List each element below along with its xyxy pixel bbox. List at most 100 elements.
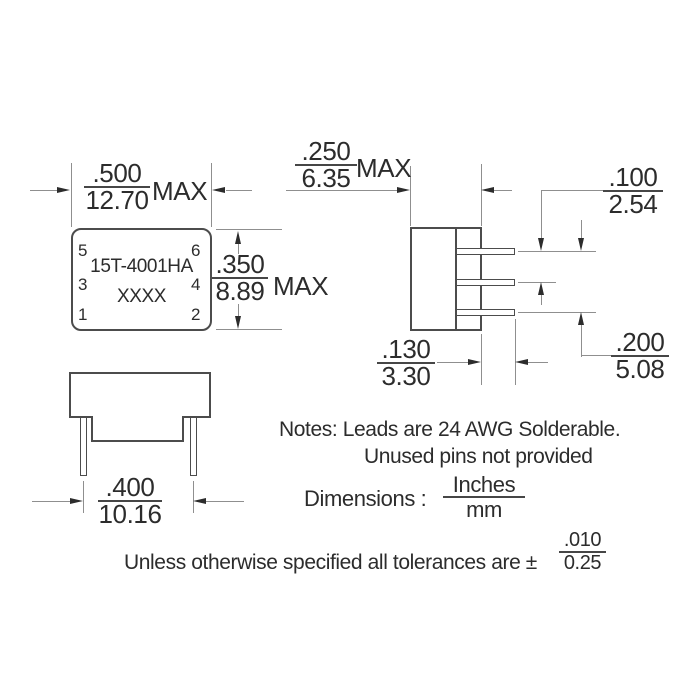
fraction-bar	[295, 164, 357, 166]
ext-line	[481, 164, 482, 226]
arrowhead-down	[235, 316, 241, 329]
front-view-bottom-edge	[69, 416, 93, 418]
pin-label-6: 6	[190, 241, 200, 260]
tolerance-text: Unless otherwise specified all tolerance…	[124, 551, 537, 574]
fraction-bar	[443, 496, 525, 498]
arrowhead-left	[481, 187, 494, 193]
dim-body-depth: .250 6.35	[295, 136, 357, 193]
front-view-lead-right	[190, 418, 197, 476]
arrowhead-right	[70, 498, 83, 504]
dim-line	[206, 501, 244, 502]
dim-line	[437, 362, 469, 363]
dim-mm-value: 6.35	[301, 163, 351, 193]
arrowhead-right	[57, 187, 70, 193]
dim-line	[581, 220, 582, 238]
max-label: MAX	[356, 153, 412, 183]
ext-line	[481, 334, 482, 385]
ext-line	[71, 163, 72, 227]
ext-line	[410, 166, 411, 226]
ext-line	[211, 163, 212, 227]
front-view-right-edge	[209, 372, 211, 418]
dim-line	[30, 190, 58, 191]
arrowhead-right	[468, 359, 481, 365]
date-code-label: XXXX	[116, 286, 167, 307]
front-view-bobbin-edge	[182, 416, 184, 442]
units-mm-label: mm	[466, 497, 502, 522]
dim-mm-value: 8.89	[215, 276, 265, 306]
notes-line-2: Unused pins not provided	[364, 445, 593, 468]
dim-line	[286, 190, 397, 191]
arrowhead-left	[212, 187, 225, 193]
pin-label-5: 5	[78, 241, 88, 260]
arrowhead-up	[235, 231, 241, 244]
max-label: MAX	[152, 176, 208, 206]
dim-line	[238, 304, 239, 316]
dim-line	[32, 501, 70, 502]
dim-line	[494, 190, 512, 191]
ext-line	[83, 481, 84, 513]
dim-inches-value: .500	[92, 158, 142, 188]
dim-line	[541, 295, 542, 305]
max-label: MAX	[273, 271, 329, 301]
ext-line	[216, 329, 282, 330]
fraction-bar	[603, 190, 663, 192]
ext-line	[515, 319, 516, 385]
ext-line	[216, 229, 282, 230]
side-view-lead-1	[457, 248, 515, 255]
dim-pin-pitch: .100 2.54	[603, 162, 663, 219]
leader-line	[581, 355, 612, 356]
dim-pin-row-span: .200 5.08	[611, 327, 669, 382]
arrowhead-up	[538, 282, 544, 295]
dim-lead-spacing: .400 10.16	[98, 472, 162, 529]
ref-line-lead-1	[518, 251, 596, 252]
fraction-bar	[611, 355, 669, 357]
fraction-bar	[212, 277, 268, 279]
front-view-bobbin-edge	[91, 416, 93, 442]
arrowhead-down	[578, 238, 584, 251]
part-number-label: 15T-4001HA	[90, 256, 193, 277]
fraction-bar	[377, 362, 435, 364]
dim-inches-value: .250	[301, 136, 351, 166]
tolerance-mm-value: 0.25	[563, 552, 602, 574]
side-view-lead-2	[457, 279, 515, 286]
fraction-bar	[84, 186, 150, 188]
dim-line	[238, 244, 239, 254]
dim-mm-value: 2.54	[608, 189, 658, 219]
notes-line-1: Notes: Leads are 24 AWG Solderable.	[279, 418, 621, 441]
arrowhead-up	[578, 312, 584, 325]
dim-line	[226, 190, 252, 191]
front-view-lead-left	[80, 418, 87, 476]
dim-inches-value: .400	[105, 472, 155, 502]
arrowhead-right	[397, 187, 410, 193]
dim-line	[541, 190, 542, 238]
dim-inches-value: .100	[608, 162, 658, 192]
arrowhead-left	[193, 498, 206, 504]
arrowhead-down	[538, 238, 544, 251]
ref-line-lead-2	[518, 282, 556, 283]
dim-mm-value: 3.30	[381, 361, 431, 391]
dim-line	[581, 325, 582, 357]
units-fraction: Inches mm	[443, 473, 525, 521]
ref-line-lead-3	[518, 312, 596, 313]
top-view-outline	[71, 228, 212, 331]
side-view-lead-3	[457, 309, 515, 316]
pin-label-3: 3	[78, 275, 88, 294]
dim-inches-value: .200	[615, 327, 665, 357]
pin-label-2: 2	[190, 305, 200, 324]
front-view-left-edge	[69, 372, 71, 418]
tolerance-fraction: .010 0.25	[559, 530, 606, 574]
dim-body-width: .500 12.70	[84, 158, 150, 215]
dim-mm-value: 12.70	[85, 185, 149, 215]
dim-lead-length: .130 3.30	[377, 334, 435, 391]
front-view-top-edge	[69, 372, 211, 374]
dim-mm-value: 10.16	[98, 499, 162, 529]
dim-inches-value: .130	[381, 334, 431, 364]
fraction-bar	[98, 500, 162, 502]
leader-line	[541, 190, 604, 191]
dimensions-label: Dimensions :	[304, 486, 427, 511]
dim-line	[528, 362, 548, 363]
pin-label-1: 1	[78, 305, 88, 324]
ext-line	[193, 481, 194, 513]
tolerance-inches-value: .010	[563, 529, 602, 551]
